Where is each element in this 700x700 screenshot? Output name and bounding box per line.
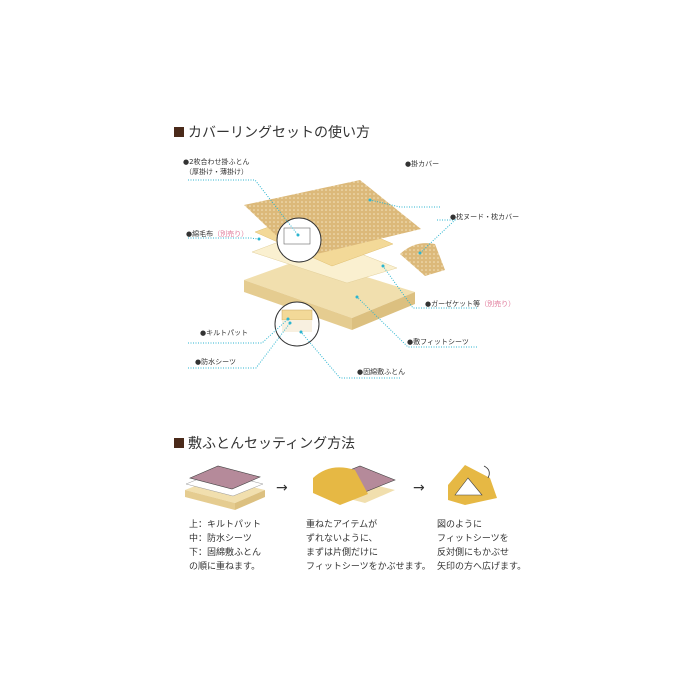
step-line: 反対側にもかぶせ: [437, 548, 510, 558]
step-line: の順に重ねます。: [189, 562, 261, 572]
step-line: 下：固綿敷ふとん: [189, 548, 262, 558]
step-line: ずれないように、: [306, 534, 378, 544]
step3-illustration: [448, 465, 497, 505]
label-pillow: ●枕ヌード・枕カバー: [450, 213, 520, 221]
label-quilt: ●キルトパット: [200, 329, 249, 337]
title-text: カバーリングセットの使い方: [188, 125, 370, 141]
arrow-icon: →: [276, 480, 288, 496]
step3-text: 図のように フィットシーツを 反対側にもかぶせ 矢印の方へ広げます。: [437, 518, 526, 574]
label-waterproof: ●防水シーツ: [195, 358, 236, 366]
step-line: 重ねたアイテムが: [306, 520, 378, 530]
label-blanket: ●綿毛布（別売り）: [186, 229, 248, 239]
step1-text: 上：キルトパット 中：防水シーツ 下：固綿敷ふとん の順に重ねます。: [189, 518, 261, 574]
section-title-covering: カバーリングセットの使い方: [174, 122, 370, 142]
step1-illustration: [185, 465, 265, 510]
bullet-square-icon: [174, 127, 184, 137]
step-line: 上：キルトパット: [189, 520, 262, 530]
label-fitted: ●敷フィットシーツ: [407, 338, 469, 346]
section-title-setting: 敷ふとんセッティング方法: [174, 433, 355, 453]
gauze-text: ●ガーゼケット等: [425, 300, 481, 308]
step-line: 中：防水シーツ: [189, 534, 252, 544]
step-line: 矢印の方へ広げます。: [437, 562, 527, 572]
step-line: まずは片側だけに: [306, 548, 379, 558]
mattress-top: [244, 258, 415, 318]
arrow-icon: →: [413, 480, 425, 496]
quilt-detail: [281, 309, 313, 321]
title-text: 敷ふとんセッティング方法: [188, 436, 356, 452]
label-cover: ●掛カバー: [405, 160, 440, 168]
step2-illustration: [313, 465, 396, 505]
bullet-square-icon: [174, 438, 184, 448]
blanket-note: （別売り）: [213, 230, 249, 238]
pillow: [400, 243, 445, 276]
step-line: フィットシーツを: [437, 534, 509, 544]
step2-text: 重ねたアイテムが ずれないように、 まずは片側だけに フィットシーツをかぶせます…: [306, 518, 431, 574]
mattress-front: [352, 292, 415, 330]
blanket-text: ●綿毛布: [186, 230, 214, 238]
label-comforter: ●2枚合わせ掛ふとん: [183, 158, 250, 166]
label-comforter-sub: （厚掛け・薄掛け）: [185, 168, 248, 176]
step-line: 図のように: [437, 520, 483, 530]
gauze-note: （別売り）: [480, 300, 516, 308]
label-gauze: ●ガーゼケット等（別売り）: [425, 299, 515, 309]
label-mattress: ●固綿敷ふとん: [357, 368, 406, 376]
leader-lines: [188, 179, 477, 379]
leader-dots: [257, 198, 422, 334]
step-line: フィットシーツをかぶせます。: [306, 562, 431, 572]
curved-arrow-icon: [483, 465, 490, 479]
mattress-detail: [282, 320, 312, 332]
